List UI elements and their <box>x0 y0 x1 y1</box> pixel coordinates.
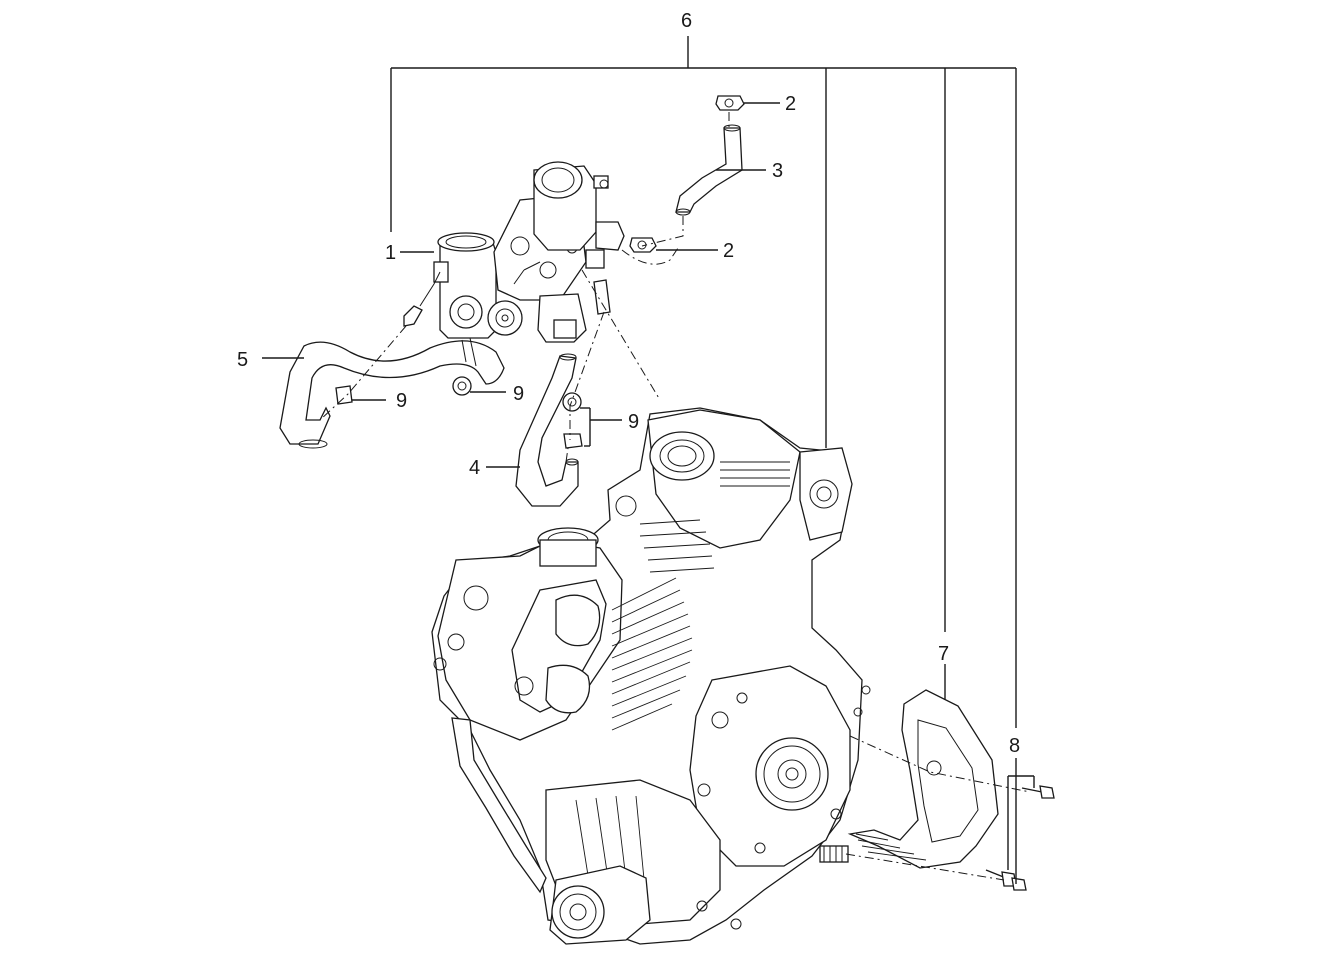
hose-clip-9-middle <box>452 376 472 396</box>
hose-clip-2-upper <box>715 95 745 111</box>
bolt-8-lower <box>1011 877 1027 891</box>
hose-clip-9-upper-right <box>562 392 582 412</box>
callout-7-label: 7 <box>938 643 949 665</box>
callout-9-left-label: 9 <box>396 390 407 412</box>
callout-2-upper-label: 2 <box>785 93 796 115</box>
callout-leaders <box>262 102 1035 884</box>
callout-4-label: 4 <box>469 457 480 479</box>
callout-5-label: 5 <box>237 349 248 371</box>
hose-5 <box>279 337 505 449</box>
hose-4 <box>515 353 579 507</box>
callout-1-label: 1 <box>385 242 396 264</box>
callout-9-right-label: 9 <box>628 411 639 433</box>
throttle-body-assembly <box>403 161 625 343</box>
hose-clip-2-lower <box>629 237 657 253</box>
engine-block <box>431 407 871 945</box>
hose-clip-9-left <box>335 385 353 405</box>
sprocket-cover <box>847 689 999 869</box>
callout-8-label: 8 <box>1009 735 1020 757</box>
callout-9-middle-label: 9 <box>513 383 524 405</box>
hose-clip-9-lower-right <box>563 433 583 449</box>
callout-6-label: 6 <box>681 10 692 32</box>
callout-2-lower-label: 2 <box>723 240 734 262</box>
oil-filter <box>549 865 651 945</box>
callout-3-label: 3 <box>772 160 783 182</box>
assembly-centerlines <box>319 112 1031 881</box>
callout-6-leader-tree <box>390 36 1017 728</box>
bolt-8-upper <box>1021 785 1055 799</box>
callout-labels: 6 1 2 2 3 5 9 9 9 4 7 8 <box>237 10 1020 757</box>
breather-hose-3 <box>675 124 743 216</box>
